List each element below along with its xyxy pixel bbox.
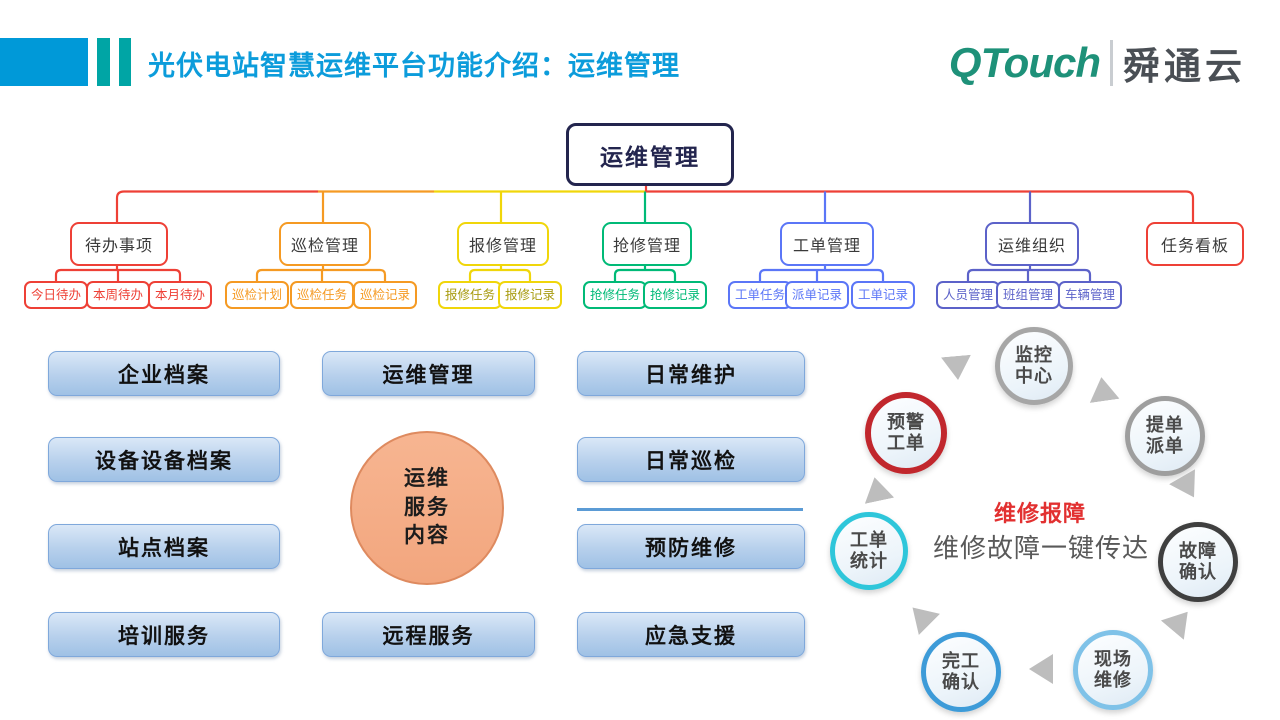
flow-arrow xyxy=(1161,602,1199,640)
tree-branch-emergency-repair-mgmt: 抢修管理 xyxy=(602,222,692,266)
service-box: 企业档案 xyxy=(48,351,280,396)
service-box: 设备设备档案 xyxy=(48,437,280,482)
tree-leaf-todo-items: 今日待办 xyxy=(23,281,89,310)
slide-title: 光伏电站智慧运维平台功能介绍：运维管理 xyxy=(148,51,680,81)
cycle-node-fault-confirm: 故障确认 xyxy=(1158,522,1238,602)
service-box: 日常维护 xyxy=(577,351,805,396)
tree-branch-task-board: 任务看板 xyxy=(1146,222,1244,266)
logo-brand: QTouch xyxy=(948,39,1101,86)
logo-divider xyxy=(1110,40,1113,86)
cycle-node-warning-workorder: 预警工单 xyxy=(865,392,947,474)
tree-leaf-workorder-mgmt: 派单记录 xyxy=(784,281,850,310)
cycle-node-completion-confirm: 完工确认 xyxy=(921,632,1001,712)
flow-arrow xyxy=(1029,654,1053,684)
service-box: 预防维修 xyxy=(577,524,805,569)
tree-root-node: 运维管理 xyxy=(566,123,734,186)
service-box: 培训服务 xyxy=(48,612,280,657)
tree-leaf-om-organization: 车辆管理 xyxy=(1057,281,1123,310)
tree-leaf-inspection-mgmt: 巡检任务 xyxy=(289,281,355,310)
tree-leaf-inspection-mgmt: 巡检计划 xyxy=(224,281,290,310)
tree-leaf-repair-report-mgmt: 报修记录 xyxy=(497,281,563,310)
logo-suffix: 舜通云 xyxy=(1123,46,1246,87)
divider-line xyxy=(577,508,803,511)
cycle-node-workorder-stats: 工单统计 xyxy=(830,512,908,590)
service-box: 日常巡检 xyxy=(577,437,805,482)
tree-branch-todo-items: 待办事项 xyxy=(70,222,168,266)
cycle-subtitle: 维修故障一键传达 xyxy=(932,533,1150,563)
tree-leaf-om-organization: 人员管理 xyxy=(935,281,1001,310)
om-service-content-circle: 运维服务内容 xyxy=(350,431,504,585)
cycle-node-onsite-repair: 现场维修 xyxy=(1073,630,1153,710)
header-accent-block xyxy=(0,38,88,86)
cycle-node-monitoring-center: 监控中心 xyxy=(995,327,1073,405)
flow-arrow xyxy=(941,355,973,382)
tree-leaf-todo-items: 本月待办 xyxy=(147,281,213,310)
tree-leaf-workorder-mgmt: 工单任务 xyxy=(727,281,793,310)
header-accent-bar xyxy=(119,38,131,86)
flow-arrow xyxy=(860,474,894,504)
cycle-node-ticket-dispatch: 提单派单 xyxy=(1125,396,1205,476)
service-box: 站点档案 xyxy=(48,524,280,569)
tree-leaf-workorder-mgmt: 工单记录 xyxy=(850,281,916,310)
tree-leaf-repair-report-mgmt: 报修任务 xyxy=(437,281,503,310)
tree-leaf-emergency-repair-mgmt: 抢修任务 xyxy=(582,281,648,310)
service-box: 运维管理 xyxy=(322,351,535,396)
service-box: 应急支援 xyxy=(577,612,805,657)
tree-branch-repair-report-mgmt: 报修管理 xyxy=(457,222,549,266)
tree-branch-workorder-mgmt: 工单管理 xyxy=(780,222,874,266)
flow-arrow xyxy=(1086,375,1119,403)
cycle-title: 维修报障 xyxy=(993,501,1087,526)
tree-leaf-inspection-mgmt: 巡检记录 xyxy=(352,281,418,310)
header-accent-bar xyxy=(97,38,110,86)
company-logo: QTouch 舜通云 xyxy=(949,36,1246,90)
service-box: 远程服务 xyxy=(322,612,535,657)
flow-arrow xyxy=(902,597,940,635)
tree-branch-inspection-mgmt: 巡检管理 xyxy=(279,222,371,266)
tree-leaf-emergency-repair-mgmt: 抢修记录 xyxy=(642,281,708,310)
tree-leaf-todo-items: 本周待办 xyxy=(85,281,151,310)
tree-branch-om-organization: 运维组织 xyxy=(985,222,1079,266)
tree-leaf-om-organization: 班组管理 xyxy=(995,281,1061,310)
